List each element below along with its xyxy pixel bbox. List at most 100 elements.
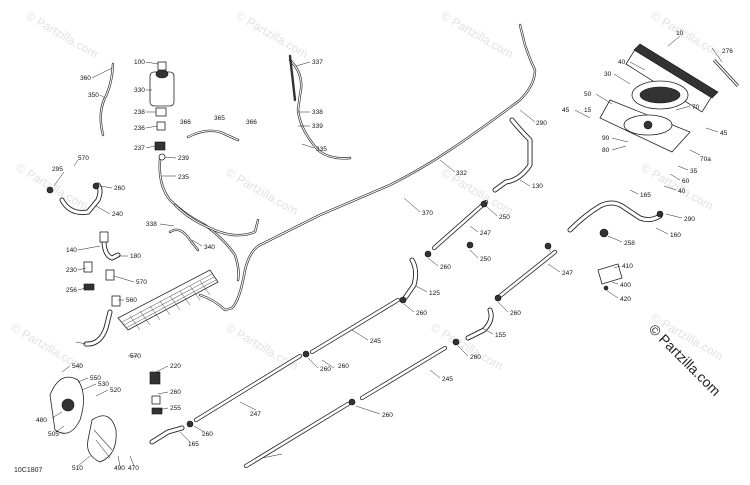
watermark-text: © Partzilla.com [639, 160, 716, 213]
part-label: 260 [382, 412, 393, 419]
water-pump [49, 376, 117, 463]
part-label: 245 [442, 376, 453, 383]
part-label: 295 [52, 166, 63, 173]
part-label: 360 [80, 75, 91, 82]
leader-lines [51, 35, 723, 467]
part-label: 15 [584, 107, 592, 114]
part-label: 260 [440, 264, 451, 271]
part-label: 240 [112, 211, 123, 218]
part-label: 30 [604, 71, 612, 78]
part-label: 550 [90, 375, 101, 382]
part-label: 505 [48, 431, 59, 438]
part-label: 366 [180, 119, 191, 126]
part-label: 560 [126, 297, 137, 304]
part-label: 366 [246, 119, 257, 126]
heat-exchanger [117, 269, 219, 331]
part-label: 45 [562, 107, 570, 114]
hose-365 [186, 129, 240, 142]
part-label: 540 [72, 363, 83, 370]
watermark-text: © Partzilla.com [649, 8, 726, 61]
part-label: 480 [36, 417, 47, 424]
part-label: 260 [170, 389, 181, 396]
part-label: 420 [620, 296, 631, 303]
part-label: 80 [602, 147, 610, 154]
part-label: 255 [170, 405, 181, 412]
watermark-text: © Partzilla.com [24, 8, 101, 61]
part-label: 237 [134, 145, 145, 152]
part-label: 570 [136, 279, 147, 286]
part-label: 370 [422, 210, 433, 217]
hose-350 [99, 62, 115, 137]
part-label: 247 [480, 230, 491, 237]
part-label: 45 [720, 130, 728, 137]
part-label: 260 [338, 363, 349, 370]
part-label: 100 [134, 59, 145, 66]
part-label: 245 [370, 338, 381, 345]
part-label: 260 [114, 185, 125, 192]
bracket-400 [597, 263, 623, 291]
part-label: 258 [624, 240, 635, 247]
part-label: 70 [692, 104, 700, 111]
part-label: 337 [312, 59, 323, 66]
part-label: 238 [134, 109, 145, 116]
part-label: 410 [622, 263, 633, 270]
part-label: 10 [676, 30, 684, 37]
part-label: 250 [499, 214, 510, 221]
part-label: 220 [170, 363, 181, 370]
part-label: 247 [562, 270, 573, 277]
part-label: 330 [134, 87, 145, 94]
part-label: 236 [134, 125, 145, 132]
part-label: 230 [66, 267, 77, 274]
part-label: 60 [682, 178, 690, 185]
radiator [599, 43, 740, 153]
part-label: 339 [312, 123, 323, 130]
part-label: 260 [470, 354, 481, 361]
part-label: 160 [670, 232, 681, 239]
part-label: 70a [700, 156, 711, 163]
part-label: 350 [88, 92, 99, 99]
part-label: 570 [78, 155, 89, 162]
part-label: 260 [416, 310, 427, 317]
diagram-code: 10C1807 [14, 467, 43, 474]
part-label: 338 [312, 109, 323, 116]
part-label: 256 [66, 287, 77, 294]
coolant-tubes [193, 199, 558, 469]
part-label: 490 [114, 465, 125, 472]
part-label: 340 [204, 244, 215, 251]
part-label: 520 [110, 387, 121, 394]
part-label: 180 [130, 253, 141, 260]
clamps [46, 182, 664, 428]
part-label: 140 [66, 247, 77, 254]
part-label: 365 [214, 115, 225, 122]
part-label: 335 [316, 146, 327, 153]
watermark-text: © Partzilla.com [429, 320, 506, 373]
part-label: 250 [480, 256, 491, 263]
part-label: 155 [495, 332, 506, 339]
part-label: 276 [722, 48, 733, 55]
part-label: 90 [602, 135, 610, 142]
part-label: 130 [532, 183, 543, 190]
part-label: 260 [320, 366, 331, 373]
hose-338 [158, 158, 260, 282]
part-label: 40 [618, 59, 626, 66]
part-label: 290 [536, 120, 547, 127]
part-labels: 10 276 40 30 50 70 45 15 90 80 70a 35 60… [36, 30, 733, 472]
part-label: 239 [178, 155, 189, 162]
watermark-text: © Partzilla.com [234, 8, 311, 61]
part-label: 35 [690, 168, 698, 175]
part-label: 338 [146, 221, 157, 228]
part-label: 50 [584, 91, 592, 98]
part-label: 247 [250, 411, 261, 418]
part-label: 332 [456, 170, 467, 177]
watermark-text: © Partzilla.com [439, 8, 516, 61]
part-label: 400 [620, 282, 631, 289]
part-label: 165 [640, 192, 651, 199]
part-label: 570 [130, 353, 141, 360]
part-label: 260 [202, 431, 213, 438]
part-label: 530 [98, 381, 109, 388]
hoses [59, 54, 663, 445]
part-label: 290 [684, 216, 695, 223]
part-label: 165 [188, 441, 199, 448]
part-label: 235 [178, 174, 189, 181]
